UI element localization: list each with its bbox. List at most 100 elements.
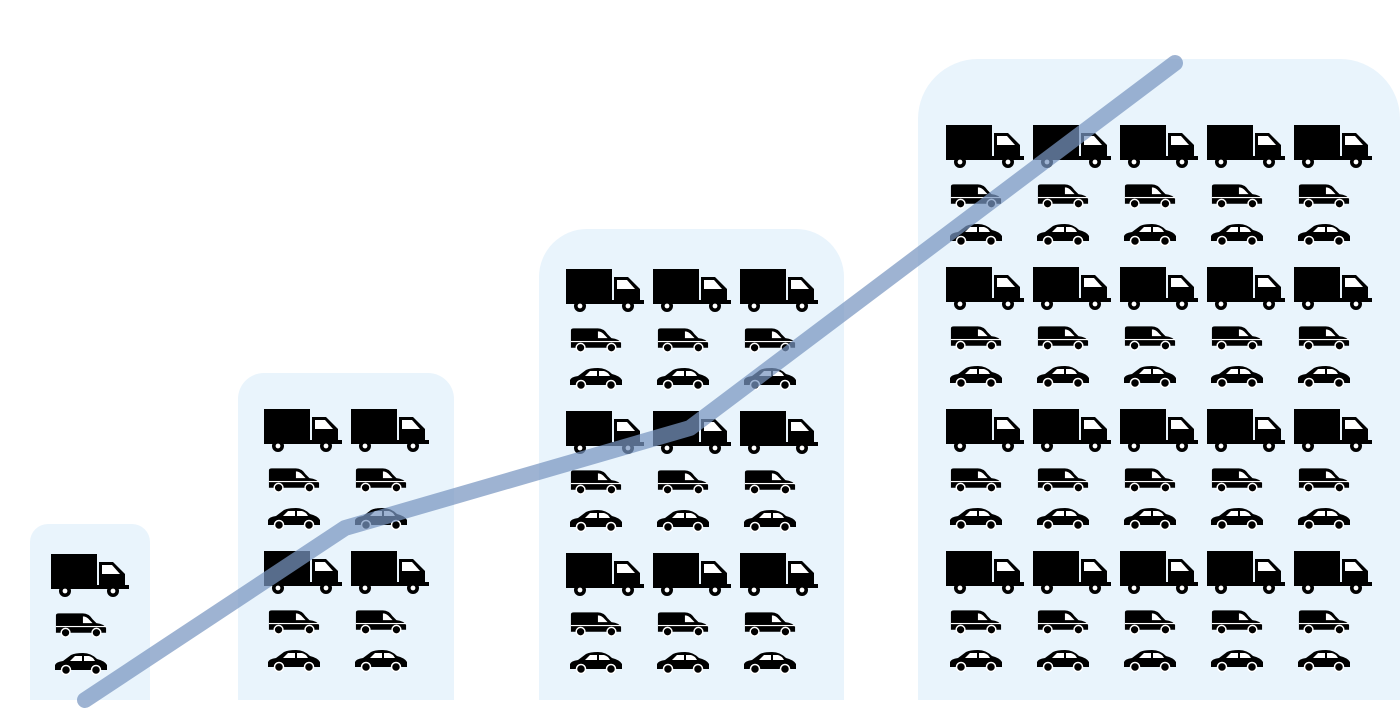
truck-icon — [1294, 409, 1372, 453]
truck-icon — [1294, 551, 1372, 595]
truck-icon — [946, 125, 1024, 169]
truck-icon — [1033, 551, 1111, 595]
truck-icon — [653, 269, 731, 313]
van-icon — [1297, 324, 1351, 352]
fleet-column-1 — [30, 524, 150, 700]
van-icon — [1123, 608, 1177, 636]
truck-icon — [1033, 267, 1111, 311]
truck-icon — [1207, 125, 1285, 169]
car-icon — [353, 507, 409, 531]
van-icon — [54, 611, 108, 639]
car-icon — [655, 367, 711, 391]
truck-icon — [1207, 409, 1285, 453]
car-icon — [1296, 507, 1352, 531]
van-icon — [656, 610, 710, 638]
truck-icon — [740, 269, 818, 313]
car-icon — [1035, 365, 1091, 389]
truck-icon — [51, 554, 129, 598]
truck-icon — [1207, 267, 1285, 311]
car-icon — [742, 651, 798, 675]
truck-icon — [740, 553, 818, 597]
van-icon — [1210, 324, 1264, 352]
car-icon — [1296, 365, 1352, 389]
truck-icon — [1294, 267, 1372, 311]
van-icon — [656, 326, 710, 354]
truck-icon — [351, 409, 429, 453]
van-icon — [1036, 182, 1090, 210]
truck-icon — [1033, 125, 1111, 169]
truck-icon — [566, 269, 644, 313]
truck-icon — [1294, 125, 1372, 169]
van-icon — [949, 466, 1003, 494]
car-icon — [266, 507, 322, 531]
car-icon — [1209, 649, 1265, 673]
car-icon — [742, 509, 798, 533]
car-icon — [1209, 223, 1265, 247]
car-icon — [742, 367, 798, 391]
van-icon — [1297, 608, 1351, 636]
truck-icon — [946, 267, 1024, 311]
van-icon — [1210, 182, 1264, 210]
car-icon — [568, 509, 624, 533]
car-icon — [1035, 649, 1091, 673]
van-icon — [743, 468, 797, 496]
truck-icon — [1207, 551, 1285, 595]
car-icon — [266, 649, 322, 673]
truck-icon — [1120, 267, 1198, 311]
car-icon — [1209, 365, 1265, 389]
truck-icon — [653, 553, 731, 597]
fleet-column-4 — [918, 59, 1400, 700]
truck-icon — [1120, 409, 1198, 453]
van-icon — [1123, 324, 1177, 352]
car-icon — [1122, 223, 1178, 247]
van-icon — [743, 610, 797, 638]
van-icon — [267, 466, 321, 494]
truck-icon — [1033, 409, 1111, 453]
van-icon — [569, 610, 623, 638]
van-icon — [354, 608, 408, 636]
van-icon — [1123, 182, 1177, 210]
van-icon — [569, 326, 623, 354]
van-icon — [1036, 324, 1090, 352]
truck-icon — [946, 409, 1024, 453]
car-icon — [948, 365, 1004, 389]
car-icon — [1296, 223, 1352, 247]
van-icon — [1210, 608, 1264, 636]
van-icon — [1036, 608, 1090, 636]
van-icon — [656, 468, 710, 496]
van-icon — [949, 324, 1003, 352]
car-icon — [948, 223, 1004, 247]
van-icon — [1210, 466, 1264, 494]
fleet-column-2 — [238, 373, 454, 700]
truck-icon — [1120, 125, 1198, 169]
van-icon — [354, 466, 408, 494]
van-icon — [1297, 466, 1351, 494]
car-icon — [568, 651, 624, 675]
car-icon — [1122, 365, 1178, 389]
truck-icon — [351, 551, 429, 595]
van-icon — [743, 326, 797, 354]
van-icon — [949, 182, 1003, 210]
truck-icon — [566, 411, 644, 455]
car-icon — [568, 367, 624, 391]
car-icon — [1209, 507, 1265, 531]
truck-icon — [740, 411, 818, 455]
car-icon — [353, 649, 409, 673]
car-icon — [655, 509, 711, 533]
van-icon — [1123, 466, 1177, 494]
car-icon — [1035, 507, 1091, 531]
car-icon — [655, 651, 711, 675]
car-icon — [948, 649, 1004, 673]
car-icon — [1296, 649, 1352, 673]
car-icon — [1035, 223, 1091, 247]
van-icon — [267, 608, 321, 636]
car-icon — [948, 507, 1004, 531]
fleet-column-3 — [539, 229, 844, 700]
truck-icon — [653, 411, 731, 455]
truck-icon — [946, 551, 1024, 595]
truck-icon — [1120, 551, 1198, 595]
car-icon — [1122, 649, 1178, 673]
truck-icon — [566, 553, 644, 597]
van-icon — [1036, 466, 1090, 494]
